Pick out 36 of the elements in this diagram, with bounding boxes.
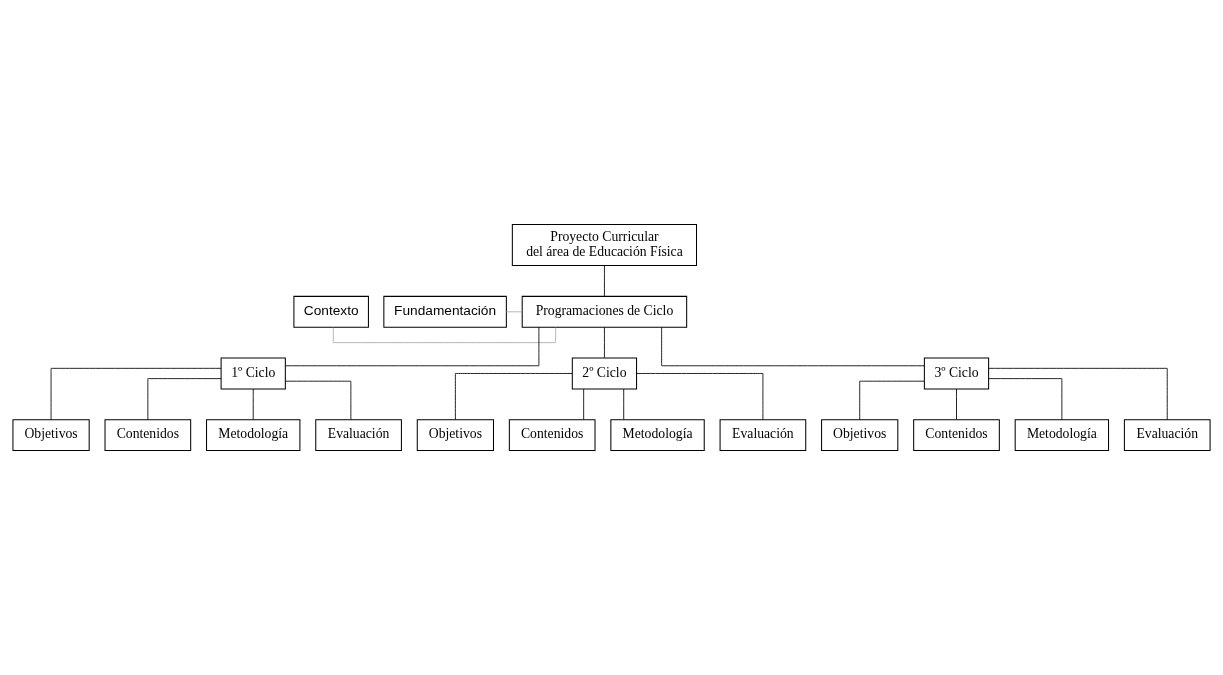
connector [623,388,625,420]
node-box: Evaluación [1123,419,1211,452]
connector [454,373,573,420]
connector [988,378,1063,421]
node-box: 3º Ciclo [923,357,990,390]
connector [661,327,925,367]
node-box: Evaluación [719,419,807,452]
node-box: Contexto [293,295,369,328]
node-box: Contenidos [508,419,596,452]
node-box: Contenidos [913,419,1000,452]
connector [636,373,764,420]
connector [285,380,352,420]
connector [604,265,605,297]
connector [252,388,254,420]
node-box: Programaciones de Ciclo [521,295,688,328]
connector [50,367,222,421]
node-box: Objetivos [821,419,899,452]
node-box: Contenidos [104,419,192,452]
node-box: Objetivos [12,419,90,452]
connector [859,380,925,420]
connector [583,388,585,420]
connector [988,367,1168,421]
node-box: Fundamentación [383,295,507,328]
node-box: Evaluación [315,419,402,452]
node-box: 2º Ciclo [571,357,638,390]
connector [506,311,523,313]
node-box: Metodología [206,419,301,452]
node-box: Objetivos [416,419,494,452]
connector [604,326,605,359]
node-box: 1º Ciclo [220,357,286,390]
connector [956,388,957,420]
connector [147,378,222,421]
node-box: Metodología [610,419,705,452]
connector [285,327,540,367]
node-box: Proyecto Curricular del área de Educación Física [511,223,698,267]
node-box: Metodología [1014,419,1110,452]
